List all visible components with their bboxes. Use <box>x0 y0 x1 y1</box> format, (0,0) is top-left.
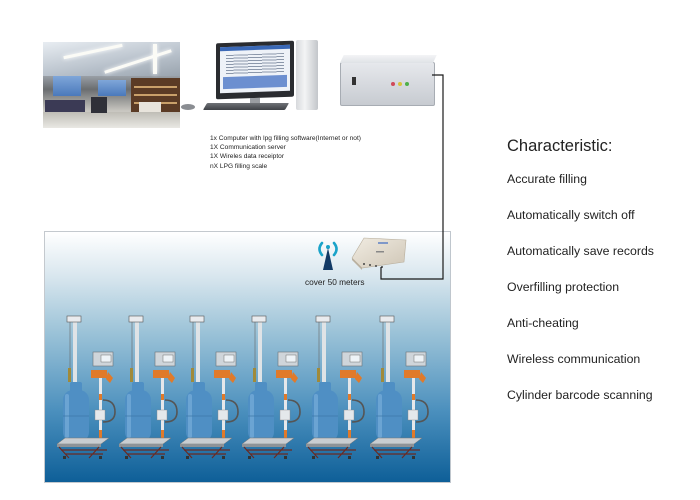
lpg-filling-scale <box>179 315 239 459</box>
components-list: 1x Computer with lpg filling software(In… <box>210 134 361 171</box>
computer-monitor <box>216 40 294 100</box>
characteristic-item: Anti-cheating <box>507 316 579 330</box>
communication-server <box>340 55 437 106</box>
wireless-receiver <box>351 237 407 270</box>
lpg-filling-scale <box>56 315 116 459</box>
lpg-filling-scale <box>305 315 365 459</box>
computer-tower <box>296 40 318 110</box>
characteristic-item: Automatically switch off <box>507 208 635 222</box>
characteristic-item: Cylinder barcode scanning <box>507 388 653 402</box>
lpg-filling-scale <box>241 315 301 459</box>
characteristic-item: Wireless communication <box>507 352 641 366</box>
lpg-filling-scale <box>369 315 429 459</box>
component-item: nX LPG filling scale <box>210 162 268 170</box>
characteristic-item: Overfilling protection <box>507 280 620 294</box>
characteristic-item: Automatically save records <box>507 244 654 258</box>
characteristic-item: Accurate filling <box>507 172 587 186</box>
keyboard <box>202 103 290 110</box>
characteristics-title: Characteristic: <box>507 137 613 155</box>
monitor-stand <box>250 98 260 104</box>
wifi-antenna-icon <box>318 241 338 270</box>
component-item: 1x Computer with lpg filling software(In… <box>210 135 361 142</box>
lpg-filling-scale <box>118 315 178 459</box>
coverage-label: cover 50 meters <box>305 277 365 287</box>
component-item: 1X Wireles data receiptor <box>210 153 285 161</box>
component-item: 1X Communication server <box>210 144 286 152</box>
office-photo <box>43 42 180 128</box>
mouse <box>181 104 195 110</box>
